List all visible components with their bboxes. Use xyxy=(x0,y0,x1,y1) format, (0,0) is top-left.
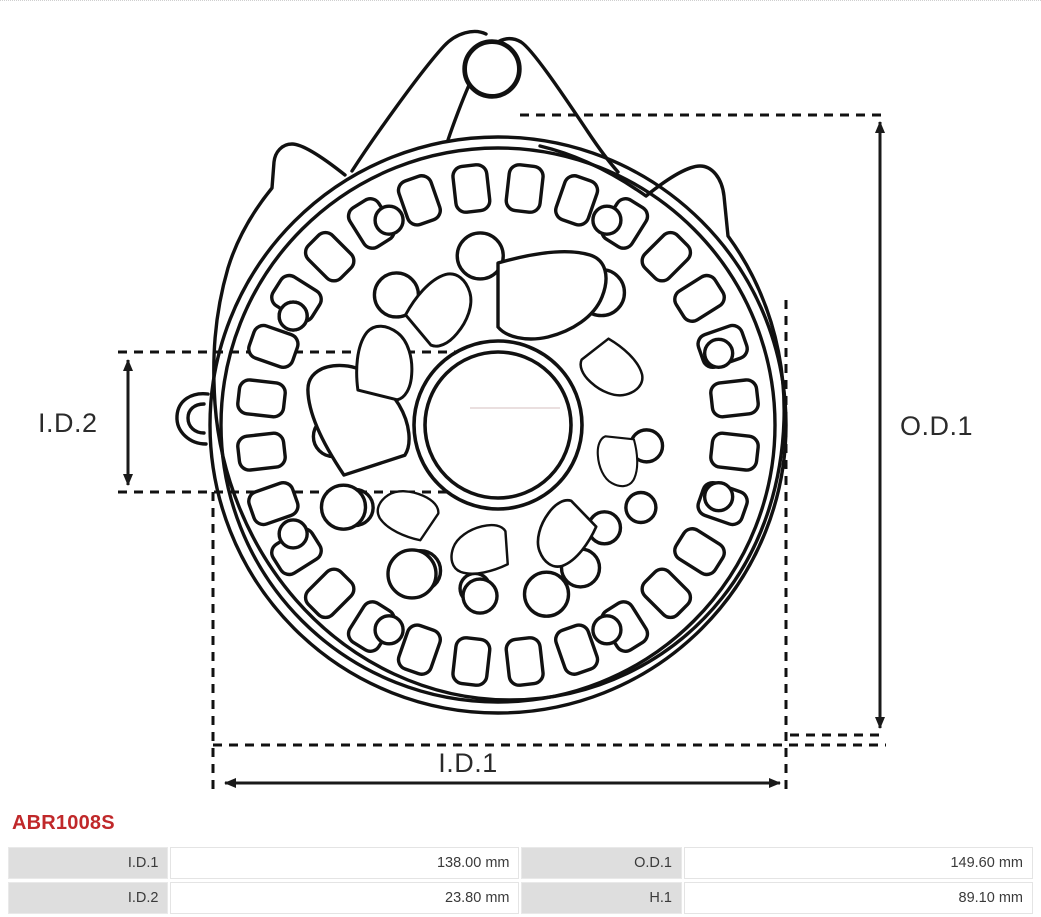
ventilation-slot xyxy=(673,527,726,577)
face-circles xyxy=(208,135,788,715)
ventilation-slot xyxy=(247,481,300,527)
small-hole xyxy=(277,518,309,550)
spec-value-cell: 149.60 mm xyxy=(683,847,1033,879)
small-hole xyxy=(702,337,735,370)
id1-label: I.D.1 xyxy=(438,748,498,778)
face-hole xyxy=(386,548,438,600)
small-hole xyxy=(702,480,735,513)
ventilation-slot xyxy=(451,163,492,214)
ventilation-slot xyxy=(640,230,693,283)
ventilation-slot xyxy=(504,636,545,687)
ventilation-slot xyxy=(303,230,356,283)
spec-label-cell: O.D.1 xyxy=(521,847,682,879)
ventilation-slot xyxy=(673,273,726,323)
rivet-hole-ring xyxy=(277,204,735,646)
id2-label: I.D.2 xyxy=(38,408,98,438)
od1-label: O.D.1 xyxy=(900,411,973,441)
technical-drawing: O.D.1 I.D.1 I.D.2 xyxy=(38,29,973,790)
ventilation-slot xyxy=(554,623,600,676)
ventilation-slot xyxy=(554,174,600,227)
ventilation-slot xyxy=(396,623,442,676)
ventilation-slot xyxy=(247,323,300,369)
dimension-arrows xyxy=(123,121,885,788)
spec-value-cell: 89.10 mm xyxy=(683,882,1033,914)
ventilation-slot xyxy=(451,636,492,687)
ventilation-slot xyxy=(640,567,693,620)
spec-value-cell: 138.00 mm xyxy=(170,847,520,879)
spec-label-cell: I.D.1 xyxy=(8,847,169,879)
ventilation-slot xyxy=(236,378,287,419)
small-hole xyxy=(277,300,309,332)
face-hole xyxy=(319,483,368,531)
center-hub xyxy=(412,339,584,511)
spec-label-cell: H.1 xyxy=(521,882,682,914)
face-hole xyxy=(624,490,658,525)
ventilation-slot xyxy=(236,431,287,472)
ventilation-slot xyxy=(303,567,356,620)
ventilation-slot xyxy=(504,163,545,214)
spec-value-cell: 23.80 mm xyxy=(170,882,520,914)
ventilation-slot xyxy=(709,431,760,472)
face-hole xyxy=(522,570,571,618)
face-hole xyxy=(455,231,505,281)
drawing-geometry: O.D.1 I.D.1 I.D.2 xyxy=(38,29,973,790)
ventilation-slot xyxy=(396,174,442,227)
small-hole xyxy=(373,204,405,236)
small-hole xyxy=(591,614,623,646)
top-hairline-divider xyxy=(0,0,1041,3)
face-hole xyxy=(461,577,499,615)
part-number-title: ABR1008S xyxy=(12,812,115,834)
ventilation-slot xyxy=(709,378,760,419)
small-hole xyxy=(373,614,405,646)
spec-label-cell: I.D.2 xyxy=(8,882,169,914)
small-hole xyxy=(591,204,623,236)
